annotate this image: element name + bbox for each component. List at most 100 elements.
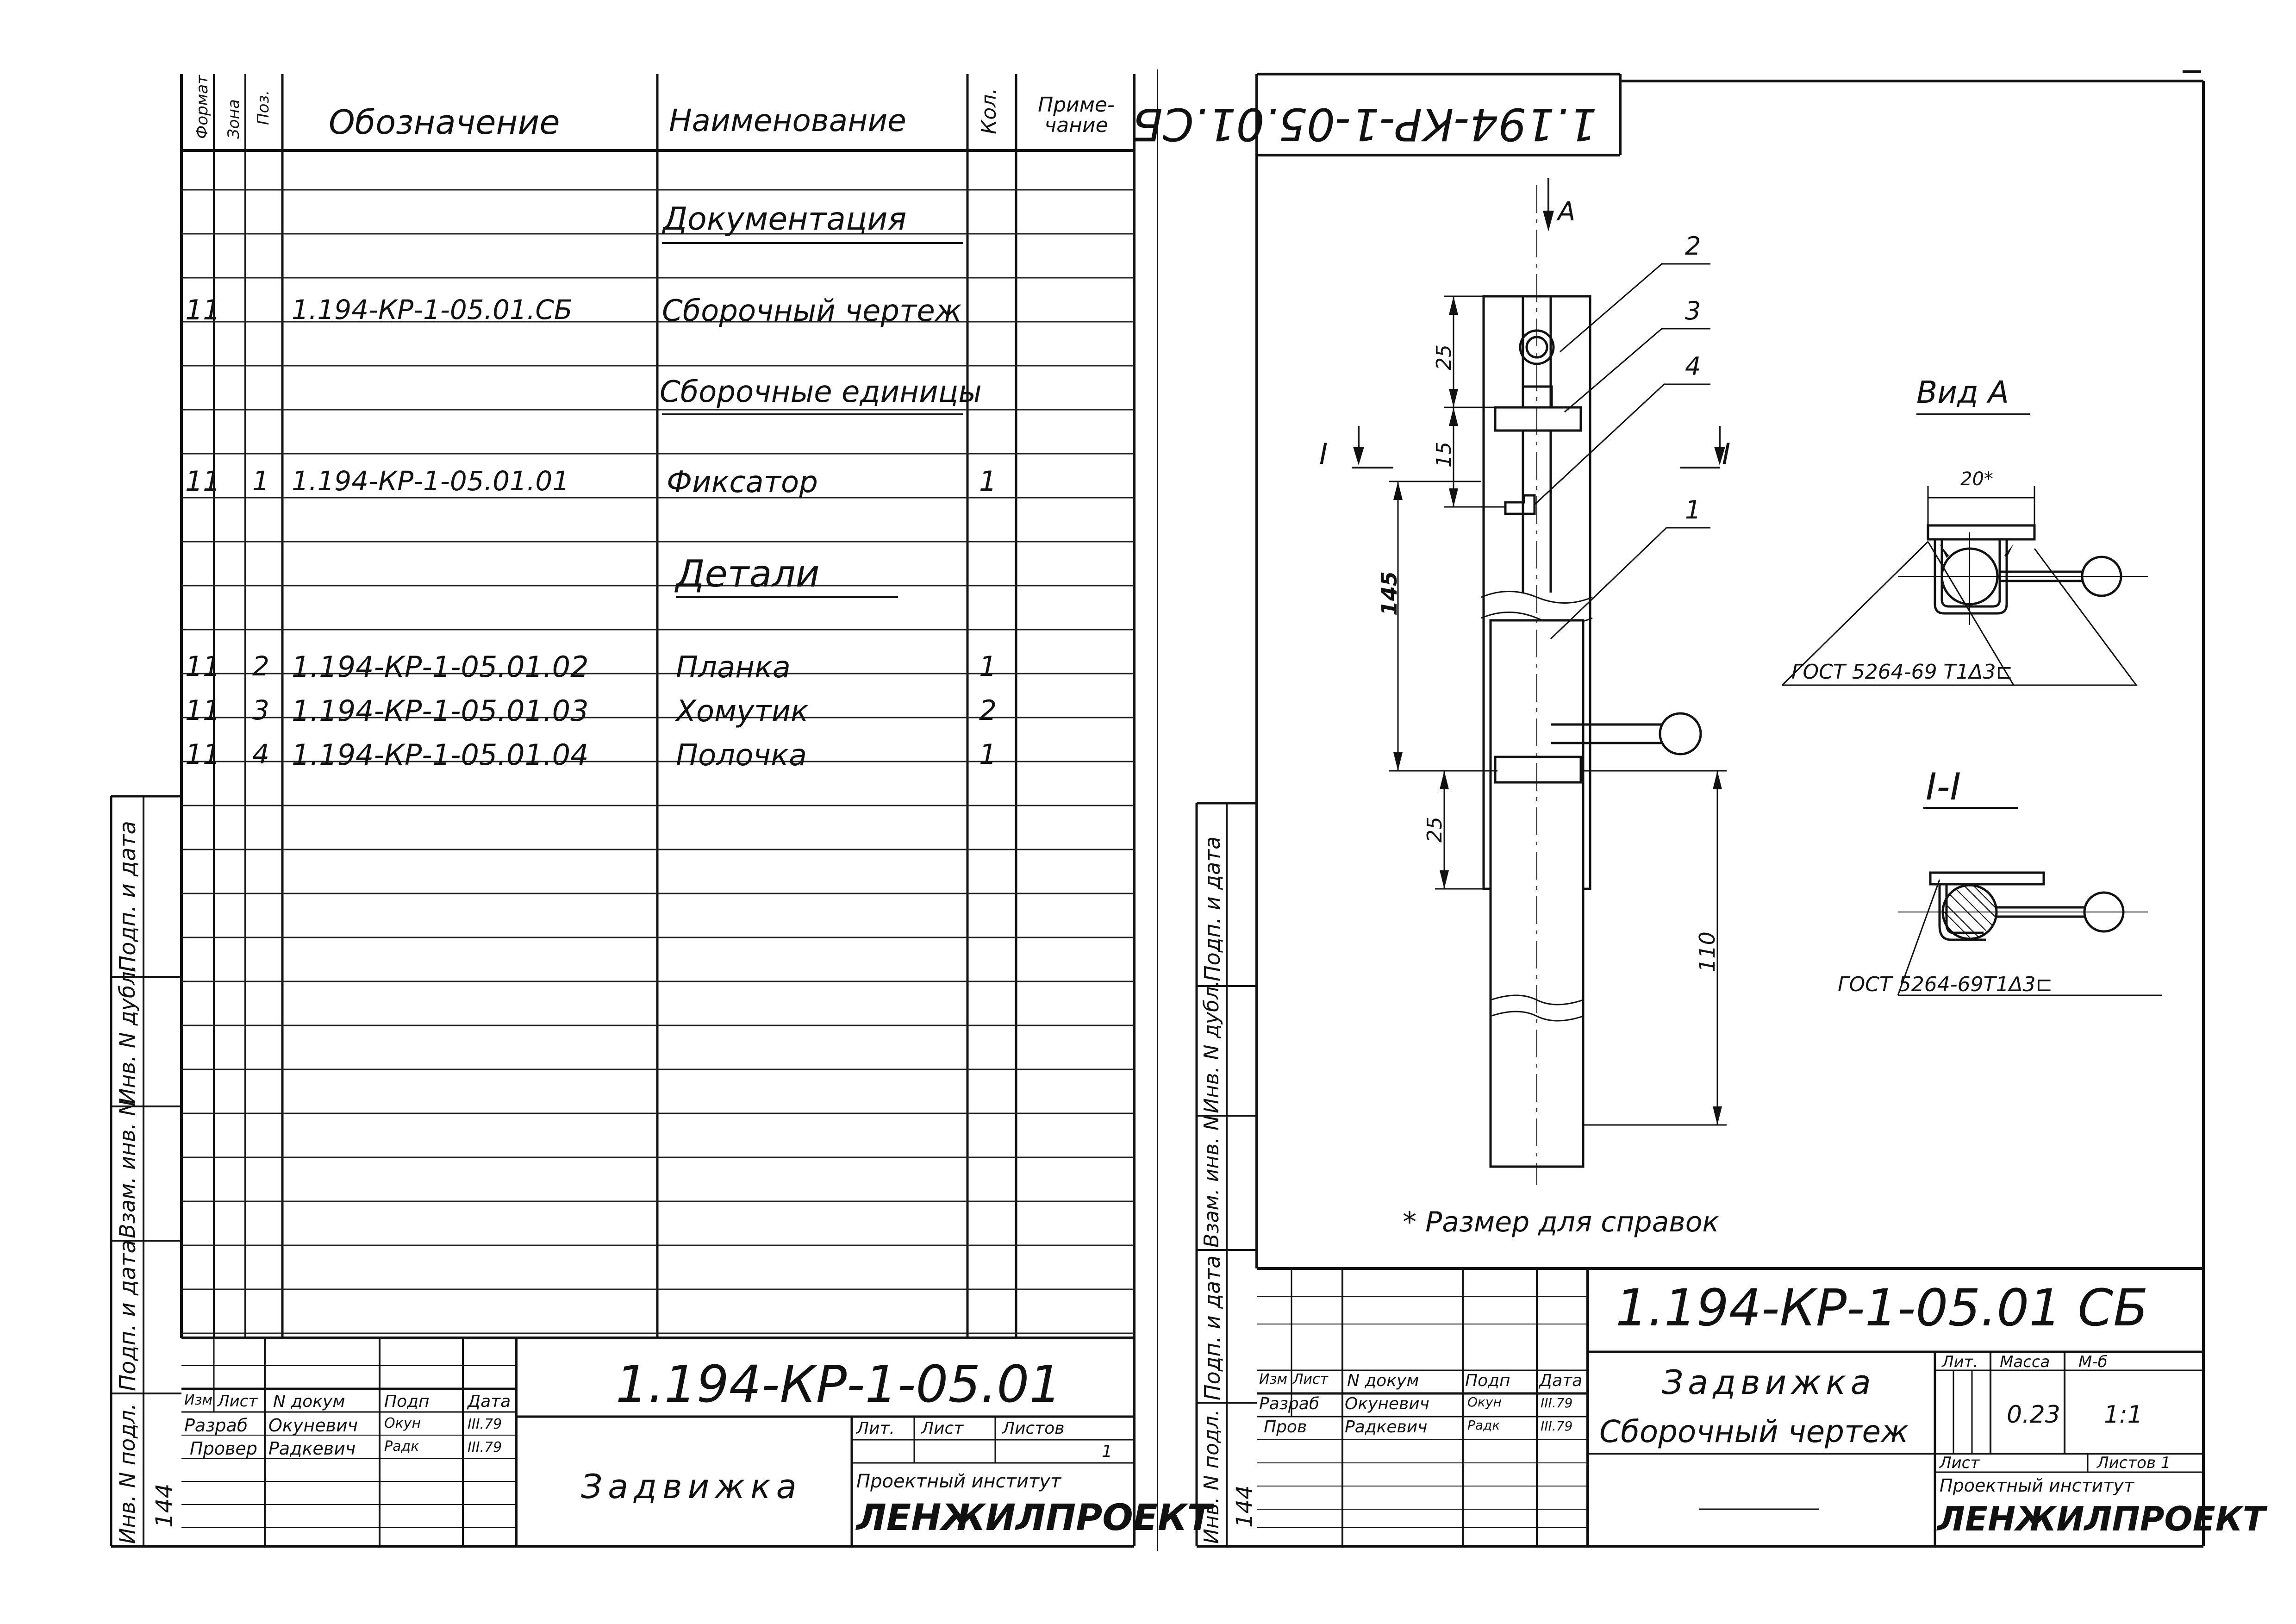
tb-scale-value: 1:1 — [2104, 1401, 2143, 1429]
header-note: Приме-чание — [1038, 93, 1115, 137]
dim-20: 20* — [1960, 468, 1993, 490]
view-a-title: Вид А — [1916, 375, 2009, 410]
stamp-sign-date-2: Подп. и дата — [115, 1240, 141, 1391]
section-mark-right: I — [1722, 437, 1731, 471]
stamp-inv-number: 144 — [151, 1483, 178, 1528]
row-pos: 2 — [252, 650, 269, 682]
stamp-dup-inv: Инв. N дубл. — [1200, 980, 1223, 1113]
stamp-original-inv: Инв. N подл. — [1200, 1409, 1223, 1544]
row-pos: 4 — [252, 738, 269, 770]
row-designation: 1.194-КР-1-05.01.02 — [292, 650, 589, 684]
weld-note-b: ГОСТ 5264-69Т1Δ3⊏ — [1838, 973, 2053, 996]
stamp-sign-date: Подп. и дата — [1200, 836, 1225, 981]
row-format: 11 — [185, 738, 221, 771]
header-designation: Обозначение — [329, 103, 560, 142]
tb-role: Провер — [190, 1438, 257, 1459]
tb-org-2: ЛЕНЖИЛПРОЕКТ — [1937, 1499, 2265, 1538]
tb-mass: Масса — [2000, 1353, 2050, 1371]
row-name: Сборочный чертеж — [662, 294, 962, 328]
tb-role: Разраб — [1259, 1394, 1320, 1413]
row-name: Хомутик — [676, 694, 809, 729]
tb-col-izm: Изм — [184, 1392, 213, 1408]
main-view — [1481, 185, 1702, 1185]
tb-sheets: Листов — [1002, 1419, 1065, 1438]
leader-2: 2 — [1685, 231, 1701, 261]
stamp-inv-number: 144 — [1232, 1485, 1258, 1528]
row-format: 11 — [185, 650, 221, 683]
leader-1: 1 — [1685, 495, 1701, 525]
view-a — [1781, 486, 2148, 686]
tb-col-sign: Подп — [1465, 1371, 1510, 1390]
header-qty: Кол. — [977, 87, 1001, 134]
tb-mass-value: 0.23 — [2007, 1401, 2060, 1429]
row-name: Полочка — [676, 738, 807, 773]
section-docs: Документация — [663, 201, 907, 237]
tb-signature: Радк — [384, 1438, 419, 1455]
title-name: Задвижка — [581, 1467, 802, 1506]
row-format: 11 — [185, 694, 221, 727]
row-qty: 2 — [979, 694, 997, 727]
dim-25-top: 25 — [1432, 344, 1456, 370]
dim-145: 145 — [1377, 571, 1402, 616]
tb-lit: Лит. — [856, 1419, 895, 1438]
tb-signature: Радк — [1467, 1418, 1500, 1433]
tb-role: Разраб — [184, 1415, 248, 1436]
tb-person: Окуневич — [268, 1415, 358, 1436]
tb-col-sign: Подп — [384, 1392, 430, 1411]
tb-title: Задвижка — [1662, 1363, 1876, 1402]
leader-3: 3 — [1685, 296, 1701, 325]
section-title: I-I — [1926, 765, 1961, 808]
tb-col-list: Лист — [1293, 1371, 1329, 1387]
tb-person: Окуневич — [1345, 1394, 1429, 1413]
tb-role: Пров — [1264, 1418, 1307, 1437]
tb-org-1: Проектный институт — [856, 1471, 1061, 1492]
tb-col-list: Лист — [218, 1392, 258, 1411]
row-qty: 1 — [979, 465, 997, 498]
tb-date: III.79 — [468, 1439, 502, 1455]
row-format: 11 — [185, 294, 221, 326]
tb-signature: Окун — [1467, 1394, 1502, 1410]
section-parts: Детали — [676, 552, 820, 595]
header-format: Формат — [193, 75, 212, 139]
stamp-dup-inv: Инв. N дубл. — [115, 964, 140, 1104]
stamp-replace-inv: Взам. инв. N — [115, 1100, 140, 1238]
stamp-sign-date-2: Подп. и дата — [1200, 1255, 1225, 1400]
dim-15: 15 — [1432, 442, 1456, 468]
view-arrow-label: А — [1558, 197, 1576, 227]
header-pos: Поз. — [254, 90, 273, 125]
tb-org-2: ЛЕНЖИЛПРОЕКТ — [856, 1497, 1212, 1539]
stamp-replace-inv: Взам. инв. N — [1200, 1115, 1223, 1248]
spec-frame — [110, 74, 1136, 1548]
tb-signature: Окун — [384, 1415, 421, 1431]
tb-lit: Лит. — [1942, 1353, 1978, 1371]
section-assemblies: Сборочные единицы — [660, 375, 982, 409]
tb-date: III.79 — [1541, 1418, 1573, 1434]
row-designation: 1.194-КР-1-05.01.04 — [292, 738, 589, 772]
tb-col-doc: N докум — [1347, 1371, 1419, 1390]
tb-sheet: Лист — [921, 1419, 964, 1438]
stamp-sign-date: Подп. и дата — [115, 821, 141, 972]
tb-code: 1.194-КР-1-05.01 СБ — [1616, 1278, 2148, 1337]
stamp-original-inv: Инв. N подл. — [115, 1403, 140, 1544]
leaders — [1534, 263, 1710, 640]
tb-person: Радкевич — [268, 1438, 356, 1459]
tb-date: III.79 — [468, 1416, 502, 1432]
row-qty: 1 — [979, 650, 997, 683]
section-mark-left: I — [1319, 437, 1328, 471]
drawing-canvas — [1157, 69, 2205, 1551]
tb-sheet: Лист — [1940, 1454, 1980, 1472]
tb-org-1: Проектный институт — [1940, 1475, 2134, 1496]
tb-col-izm: Изм — [1259, 1371, 1288, 1387]
row-designation: 1.194-КР-1-05.01.СБ — [292, 294, 573, 325]
weld-marks — [1940, 544, 2014, 558]
tb-sheets: Листов 1 — [2097, 1454, 2171, 1472]
row-name: Планка — [676, 650, 791, 685]
section-i — [1897, 871, 2162, 996]
row-pos: 1 — [252, 465, 269, 497]
tb-col-doc: N докум — [273, 1392, 345, 1411]
row-qty: 1 — [979, 738, 997, 771]
row-format: 11 — [185, 465, 221, 498]
tb-col-date: Дата — [468, 1392, 511, 1411]
row-pos: 3 — [252, 694, 269, 726]
dimension-arrows — [1353, 211, 1725, 1125]
